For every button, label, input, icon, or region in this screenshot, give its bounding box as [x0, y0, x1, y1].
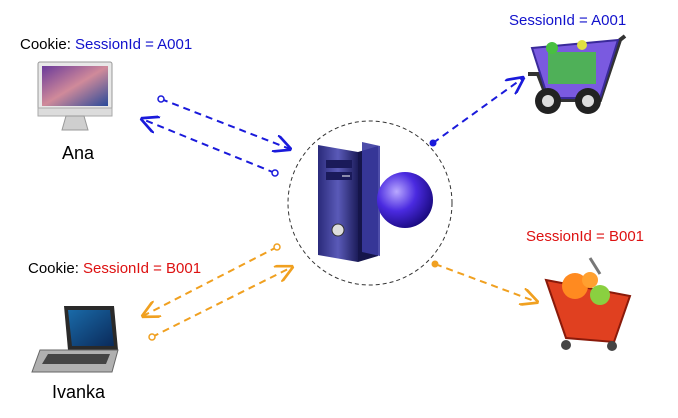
cart-session-label-a001: SessionId = A001 [509, 12, 627, 29]
cookie-prefix: Cookie: [20, 36, 76, 53]
laptop-icon [31, 306, 119, 373]
cart-session-label-b001: SessionId = B001 [526, 228, 645, 245]
request-arrow-ana [160, 98, 290, 149]
request-arrow-ivanka [151, 267, 292, 338]
shopping-cart-blue-icon [528, 34, 627, 114]
cookie-label-ivanka: Cookie: SessionId = B001 [28, 260, 201, 278]
user-name-ivanka: Ivanka [52, 382, 106, 402]
cart-arrow-b001 [434, 263, 537, 302]
shopping-basket-red-icon [544, 257, 632, 351]
server-boundary [287, 120, 453, 286]
session-id-value: SessionId = B001 [83, 260, 202, 277]
cookie-prefix: Cookie: [28, 260, 84, 277]
cart-arrow-a001 [432, 78, 523, 144]
server-icon [318, 142, 433, 262]
user-name-ana: Ana [62, 143, 95, 163]
cookie-label-ana: Cookie: SessionId = A001 [20, 36, 192, 54]
desktop-computer-icon [37, 61, 113, 131]
session-id-value: SessionId = A001 [75, 36, 193, 53]
response-arrow-ivanka [143, 246, 278, 316]
response-arrow-ana [142, 119, 276, 174]
